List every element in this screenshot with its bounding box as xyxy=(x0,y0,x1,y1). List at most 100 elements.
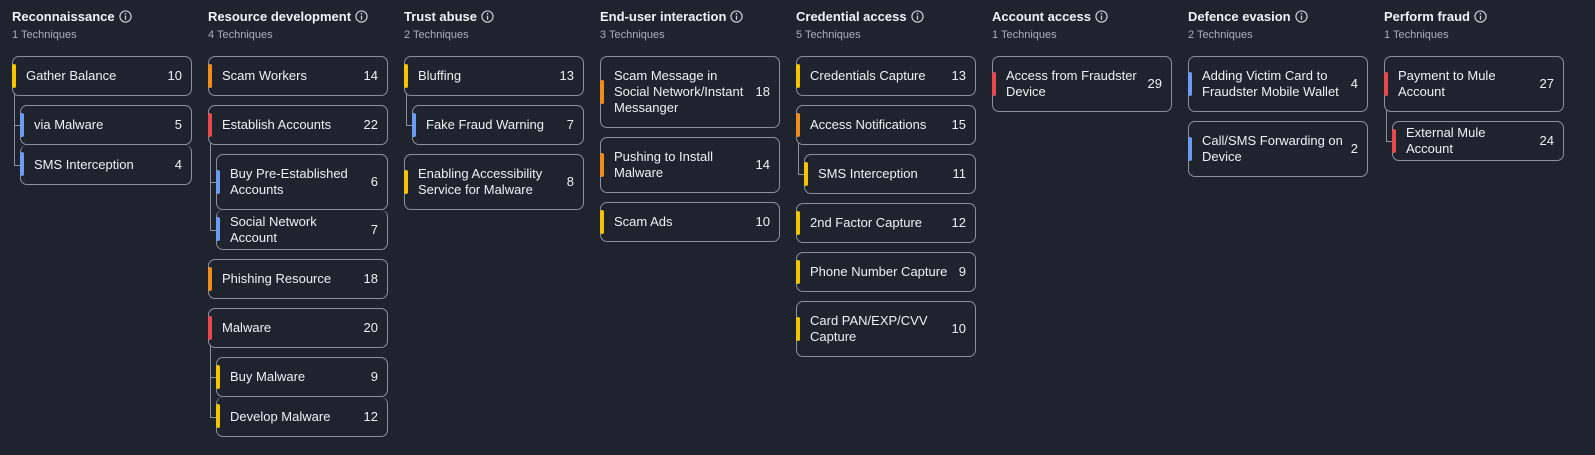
technique-label: Fake Fraud Warning xyxy=(426,117,545,132)
info-circle-icon[interactable] xyxy=(1095,9,1108,23)
severity-indicator xyxy=(600,80,604,104)
info-circle-icon[interactable] xyxy=(1474,9,1487,23)
technique-count: 5 Techniques xyxy=(796,29,861,41)
info-circle-icon[interactable] xyxy=(481,9,494,23)
technique-label: Scam Ads xyxy=(614,214,673,229)
severity-indicator xyxy=(600,210,604,234)
technique-label: Scam Workers xyxy=(222,68,307,83)
technique-label: Call/SMS Forwarding on Device xyxy=(1202,133,1343,164)
technique-count-value: 15 xyxy=(951,117,966,132)
technique-label: Gather Balance xyxy=(26,68,117,83)
technique-count: 1 Techniques xyxy=(1384,29,1449,41)
severity-indicator xyxy=(208,113,212,137)
technique-count: 2 Techniques xyxy=(404,29,469,41)
technique-count-value: 14 xyxy=(363,68,378,83)
info-circle-icon[interactable] xyxy=(355,9,368,23)
technique-label: Social Network Account xyxy=(230,213,317,245)
technique-label: Malware xyxy=(222,320,272,335)
technique-count-value: 13 xyxy=(559,68,574,83)
technique-count: 1 Techniques xyxy=(12,29,77,41)
severity-indicator xyxy=(1392,129,1396,153)
technique-card[interactable]: Scam Workers 14 xyxy=(208,56,388,96)
tactic-header: End-user interaction xyxy=(600,7,744,25)
technique-count-value: 22 xyxy=(363,117,378,132)
technique-count-value: 29 xyxy=(1147,76,1162,91)
technique-count-value: 5 xyxy=(174,117,182,132)
technique-count-value: 12 xyxy=(951,215,966,230)
technique-count-value: 11 xyxy=(952,166,967,181)
info-circle-icon[interactable] xyxy=(910,9,924,23)
sub-technique-card[interactable]: via Malware 5 xyxy=(20,105,192,145)
tactic-title: Defence evasion xyxy=(1188,8,1291,24)
technique-count: 4 Techniques xyxy=(208,29,273,41)
technique-card[interactable]: Scam Ads 10 xyxy=(600,202,780,242)
severity-indicator xyxy=(216,404,220,428)
severity-indicator xyxy=(404,170,408,194)
tactic-header: Credential access xyxy=(796,7,924,25)
severity-indicator xyxy=(992,72,996,96)
severity-indicator xyxy=(216,170,220,194)
technique-card[interactable]: Enabling Accessibility Service for Malwa… xyxy=(404,154,584,210)
technique-count-value: 6 xyxy=(370,174,378,189)
technique-count-value: 27 xyxy=(1539,76,1554,91)
technique-count-value: 10 xyxy=(167,68,182,83)
tactic-title: Credential access xyxy=(796,8,907,24)
tree-connector xyxy=(798,117,806,175)
severity-indicator xyxy=(796,317,800,341)
technique-label: Adding Victim Card to Fraudster Mobile W… xyxy=(1202,68,1339,99)
info-circle-icon[interactable] xyxy=(730,9,744,23)
sub-technique-card[interactable]: Social Network Account 7 xyxy=(216,210,388,250)
technique-label: Bluffing xyxy=(418,68,462,83)
tactic-title: Resource development xyxy=(208,8,352,24)
technique-count-value: 7 xyxy=(370,221,378,237)
technique-count-value: 10 xyxy=(755,214,770,229)
tree-connector xyxy=(406,68,414,126)
tree-connector xyxy=(14,68,22,166)
info-circle-icon[interactable] xyxy=(1294,9,1308,23)
severity-indicator xyxy=(1188,72,1192,96)
severity-indicator xyxy=(796,211,800,235)
tactic-header: Reconnaissance xyxy=(12,7,132,25)
technique-label: Buy Malware xyxy=(230,369,306,384)
severity-indicator xyxy=(20,113,24,137)
technique-card[interactable]: Adding Victim Card to Fraudster Mobile W… xyxy=(1188,56,1368,112)
technique-card[interactable]: Scam Message in Social Network/Instant M… xyxy=(600,56,780,128)
technique-label: Phone Number Capture xyxy=(810,264,948,279)
technique-label: via Malware xyxy=(34,117,104,132)
technique-label: Pushing to Install Malware xyxy=(614,149,714,180)
technique-label: Enabling Accessibility Service for Malwa… xyxy=(418,166,543,197)
severity-indicator xyxy=(796,113,800,137)
technique-card[interactable]: Bluffing 13 xyxy=(404,56,584,96)
tactic-header: Trust abuse xyxy=(404,7,494,25)
severity-indicator xyxy=(216,365,220,389)
technique-label: Access from Fraudster Device xyxy=(1006,68,1137,99)
info-circle-icon[interactable] xyxy=(118,9,132,23)
technique-count-value: 10 xyxy=(951,321,966,336)
tactic-title: Perform fraud xyxy=(1384,8,1470,24)
technique-card[interactable]: Gather Balance 10 xyxy=(12,56,192,96)
severity-indicator xyxy=(208,64,212,88)
tree-connector xyxy=(210,320,218,418)
technique-count-value: 12 xyxy=(363,408,378,424)
tactic-header: Resource development xyxy=(208,7,368,25)
technique-card[interactable]: Access from Fraudster Device 29 xyxy=(992,56,1172,112)
severity-indicator xyxy=(216,217,220,241)
